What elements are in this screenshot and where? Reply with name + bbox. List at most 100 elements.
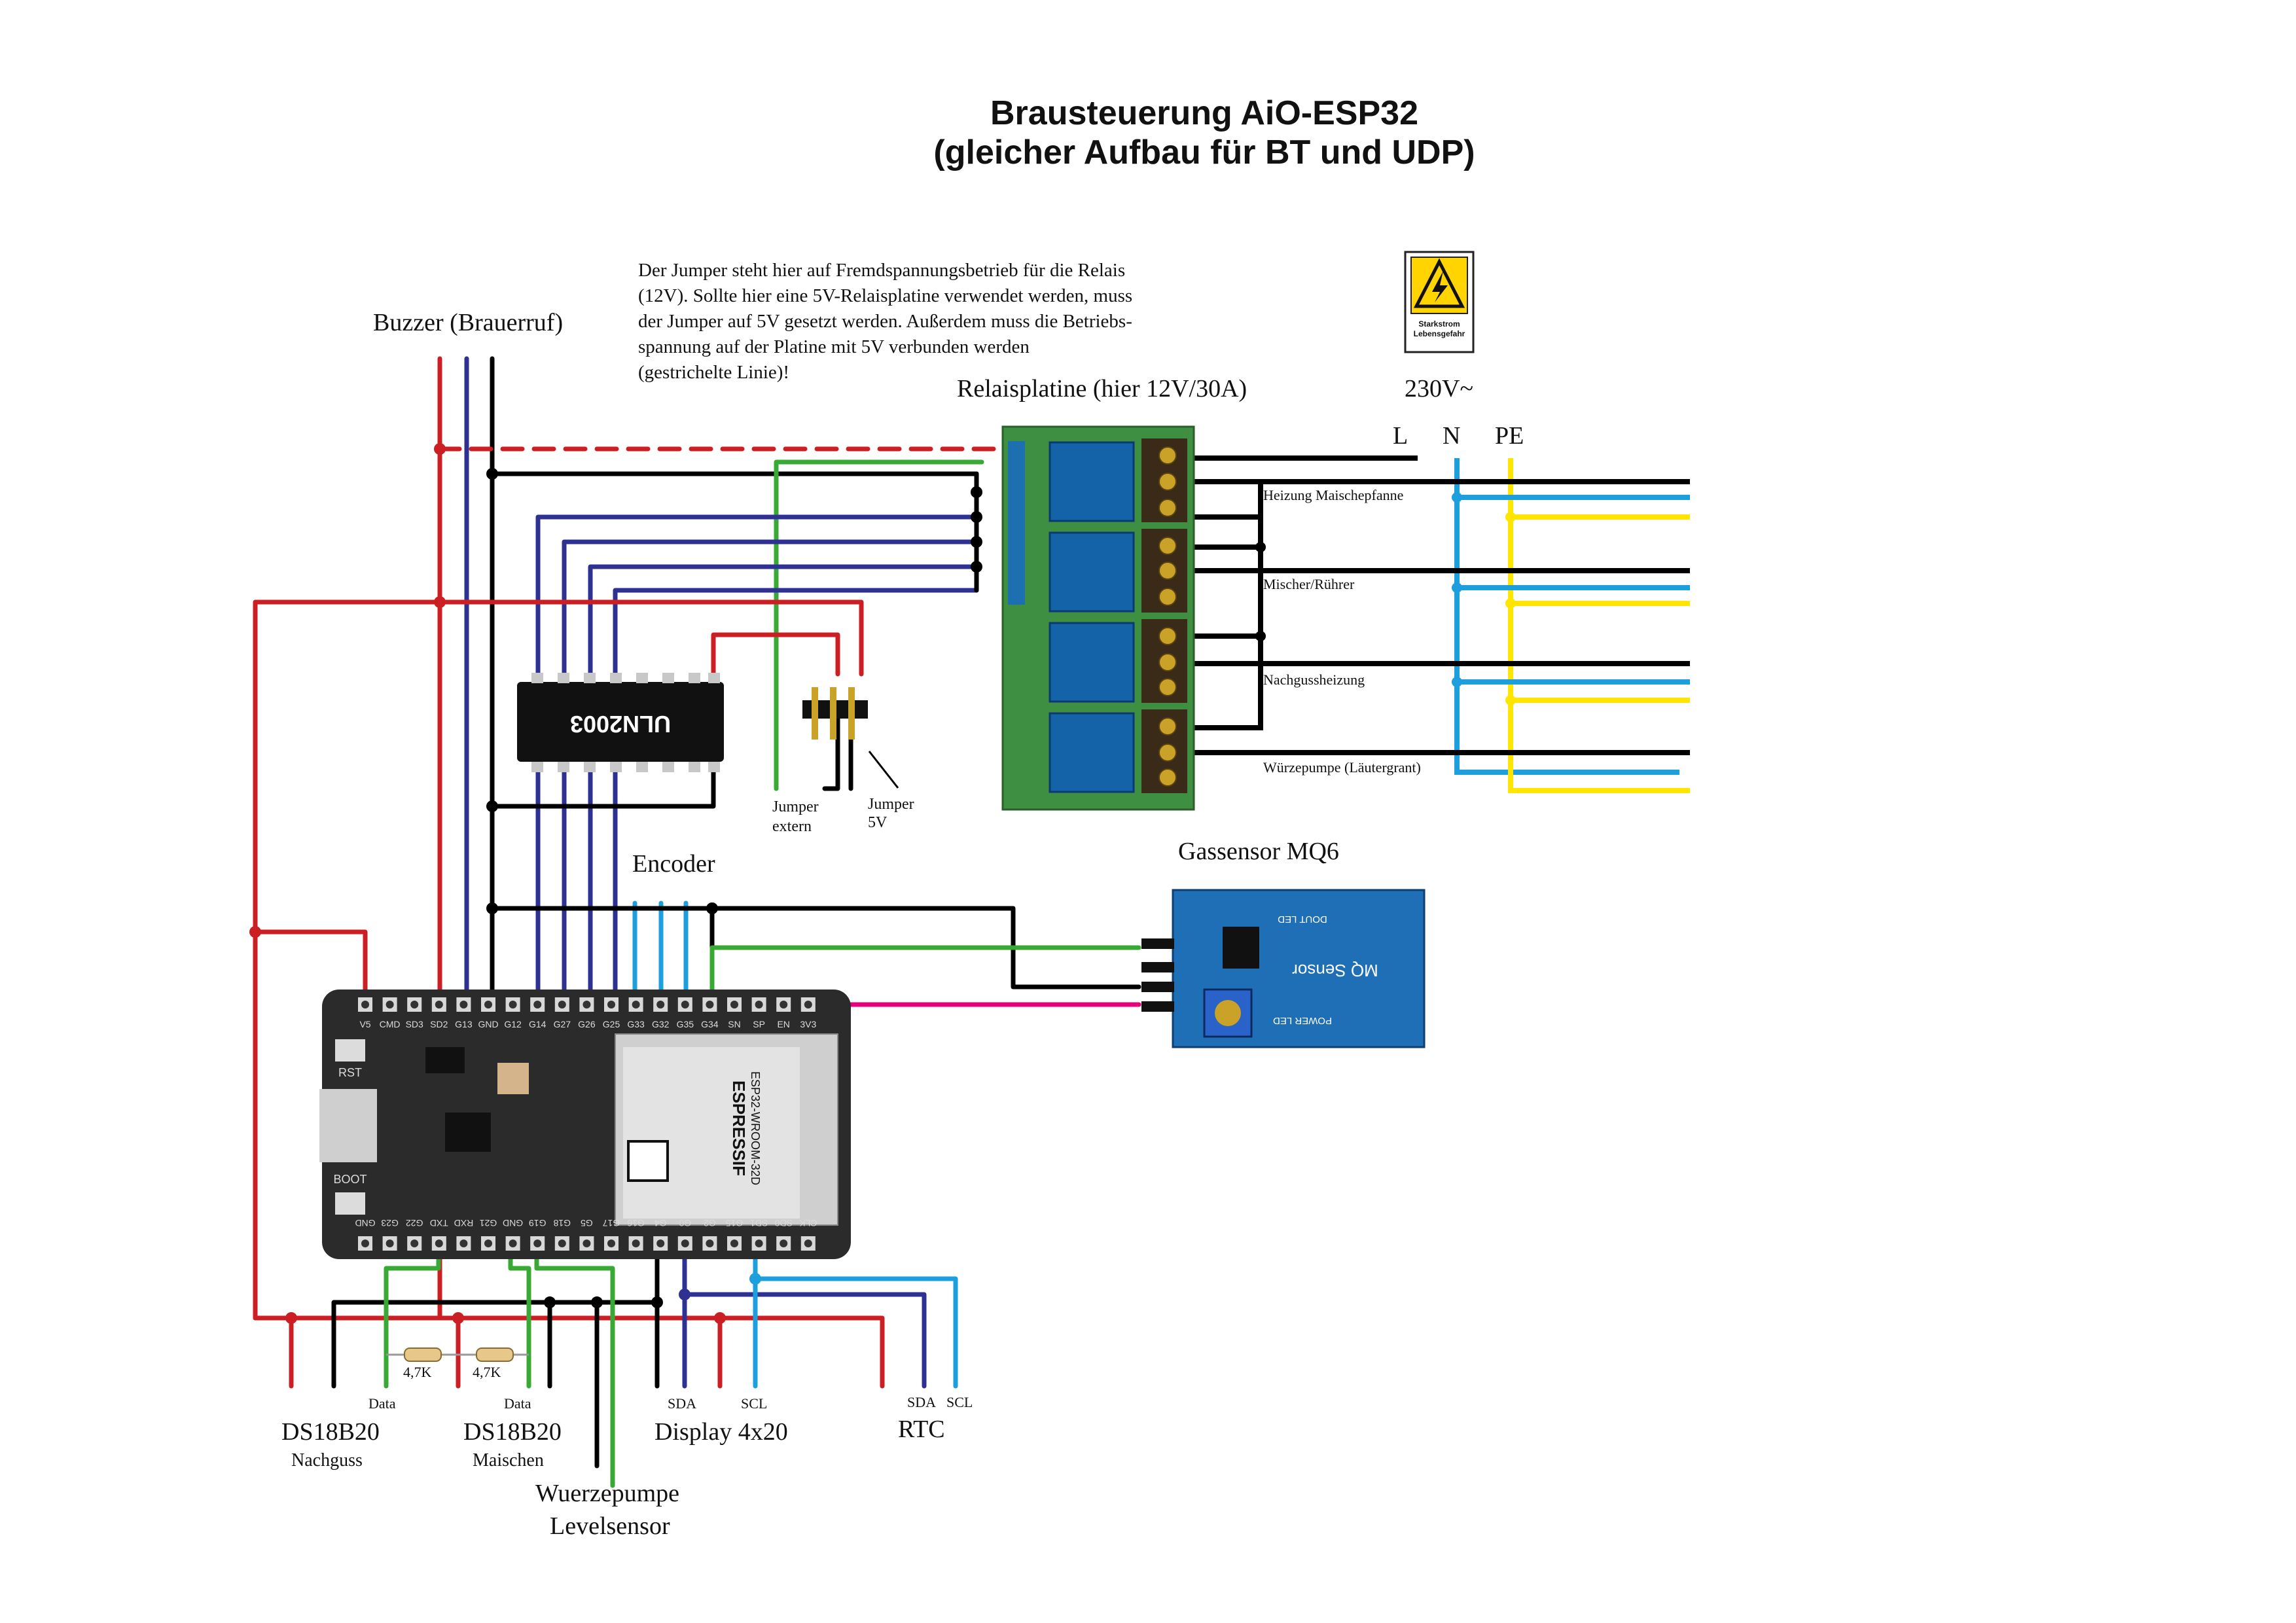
pin-label: G35 — [677, 1019, 694, 1029]
pin-label: GND — [503, 1218, 523, 1228]
encoder-label: Encoder — [632, 850, 715, 878]
boot-label: BOOT — [333, 1173, 367, 1186]
rst-button[interactable] — [335, 1039, 365, 1061]
pin-label: TXD — [430, 1218, 448, 1228]
ds1-name: DS18B20 — [281, 1418, 380, 1446]
buzzer-label: Buzzer (Brauerruf) — [373, 309, 563, 336]
high-voltage-warning-sign: Starkstrom Lebensgefahr — [1404, 251, 1475, 353]
pin-label: G12 — [504, 1019, 522, 1029]
ds1-data-label: Data — [368, 1395, 396, 1412]
note-line-5: (gestrichelte Linie)! — [638, 362, 789, 383]
mq6-pin-header — [1141, 938, 1174, 1012]
pin-label: G21 — [480, 1218, 497, 1228]
header-pin-hole — [509, 1001, 517, 1008]
pin-label: EN — [777, 1019, 789, 1029]
header-pin-hole — [755, 1001, 763, 1008]
resistor-2-label: 4,7K — [473, 1364, 501, 1380]
load-label-4: Würzepumpe (Läutergrant) — [1263, 759, 1421, 776]
pin-label: SP — [753, 1019, 765, 1029]
junctions-cyan — [749, 1273, 761, 1285]
boot-button[interactable] — [335, 1192, 365, 1215]
header-pin-hole — [632, 1240, 640, 1247]
pin-label: G26 — [578, 1019, 596, 1029]
header-pin-hole — [435, 1001, 443, 1008]
pin-label: G14 — [529, 1019, 547, 1029]
header-pin-hole — [509, 1240, 517, 1247]
ds2-data-label: Data — [504, 1395, 531, 1412]
header-pin-hole — [484, 1001, 492, 1008]
mq6-comparator-chip — [1223, 927, 1259, 969]
pin-label: G5 — [581, 1218, 593, 1228]
header-pin-hole — [780, 1001, 788, 1008]
mains-junctions — [1255, 492, 1516, 705]
page-subtitle: (gleicher Aufbau für BT und UDP) — [933, 134, 1475, 171]
note-line-2: (12V). Sollte hier eine 5V-Relaisplatine… — [638, 285, 1132, 306]
pin-label: G27 — [554, 1019, 571, 1029]
mains-wiring — [1193, 455, 1690, 793]
module-shield — [623, 1047, 800, 1219]
mq6-dout-led-label: DOUT LED — [1278, 914, 1327, 925]
rtc-scl-label: SCL — [946, 1394, 973, 1410]
header-pin-hole — [730, 1001, 738, 1008]
resistor-2 — [476, 1347, 514, 1362]
header-pin-hole — [755, 1240, 763, 1247]
junctions-navy — [679, 1289, 691, 1300]
display-name: Display 4x20 — [655, 1418, 788, 1446]
header-pin-hole — [410, 1001, 419, 1008]
relay-board-label: Relaisplatine (hier 12V/30A) — [957, 375, 1247, 402]
pin-label: SD1 — [750, 1218, 768, 1228]
jumper-5v-label-2: 5V — [868, 814, 888, 831]
load-label-2: Mischer/Rührer — [1263, 576, 1355, 592]
pullup-resistors: 4,7K 4,7K — [386, 1347, 529, 1380]
potentiometer-knob-icon — [1215, 1000, 1241, 1026]
qr-code-icon — [627, 1140, 669, 1182]
header-pin-hole — [681, 1240, 689, 1247]
pin-label: SD0 — [774, 1218, 792, 1228]
mq6-text: MQ Sensor — [1292, 961, 1378, 980]
header-pin-hole — [607, 1001, 615, 1008]
jumper-extern-label-2: extern — [772, 818, 812, 835]
pin-label: CMD — [380, 1019, 401, 1029]
pump-label-2: Levelsensor — [550, 1512, 670, 1540]
relay-modules — [1049, 441, 1135, 793]
load-label-3: Nachgussheizung — [1263, 671, 1365, 688]
header-pin-hole — [681, 1001, 689, 1008]
usb-port — [319, 1089, 377, 1162]
terminal-screws — [1158, 446, 1177, 787]
pin-label: SD2 — [430, 1019, 448, 1029]
pin-label: G16 — [627, 1218, 645, 1228]
pin-label: G17 — [603, 1218, 620, 1228]
jumper-note: Der Jumper steht hier auf Fremdspannungs… — [638, 260, 1132, 383]
note-line-3: der Jumper auf 5V gesetzt werden. Außerd… — [638, 311, 1132, 332]
header-pin-hole — [706, 1240, 714, 1247]
uln-pins — [531, 673, 720, 772]
pin-label: CLK — [799, 1218, 817, 1228]
pin-label: G18 — [553, 1218, 571, 1228]
pin-label: RXD — [454, 1218, 474, 1228]
jumper-5v-label-1: Jumper — [868, 796, 914, 813]
pin-label: G22 — [406, 1218, 423, 1228]
ds1-sub: Nachguss — [291, 1450, 363, 1471]
header-pin-hole — [632, 1001, 640, 1008]
pin-label: G13 — [455, 1019, 473, 1029]
capacitor — [497, 1063, 529, 1094]
pin-label: G33 — [627, 1019, 645, 1029]
header-pin-hole — [361, 1001, 369, 1008]
header-pin-hole — [607, 1240, 615, 1247]
ds2-name: DS18B20 — [463, 1418, 562, 1446]
phase-pe-label: PE — [1495, 422, 1524, 450]
warning-text-2: Lebensgefahr — [1414, 329, 1465, 338]
pin-label: SN — [728, 1019, 740, 1029]
module-model: ESP32-WROOM-32D — [749, 1071, 762, 1185]
lightning-icon — [1432, 271, 1448, 302]
ds2-sub: Maischen — [473, 1450, 544, 1471]
header-pin-hole — [410, 1240, 419, 1247]
header-pin-hole — [386, 1001, 394, 1008]
pin-label: G25 — [603, 1019, 620, 1029]
relay-input-header — [1008, 441, 1025, 605]
